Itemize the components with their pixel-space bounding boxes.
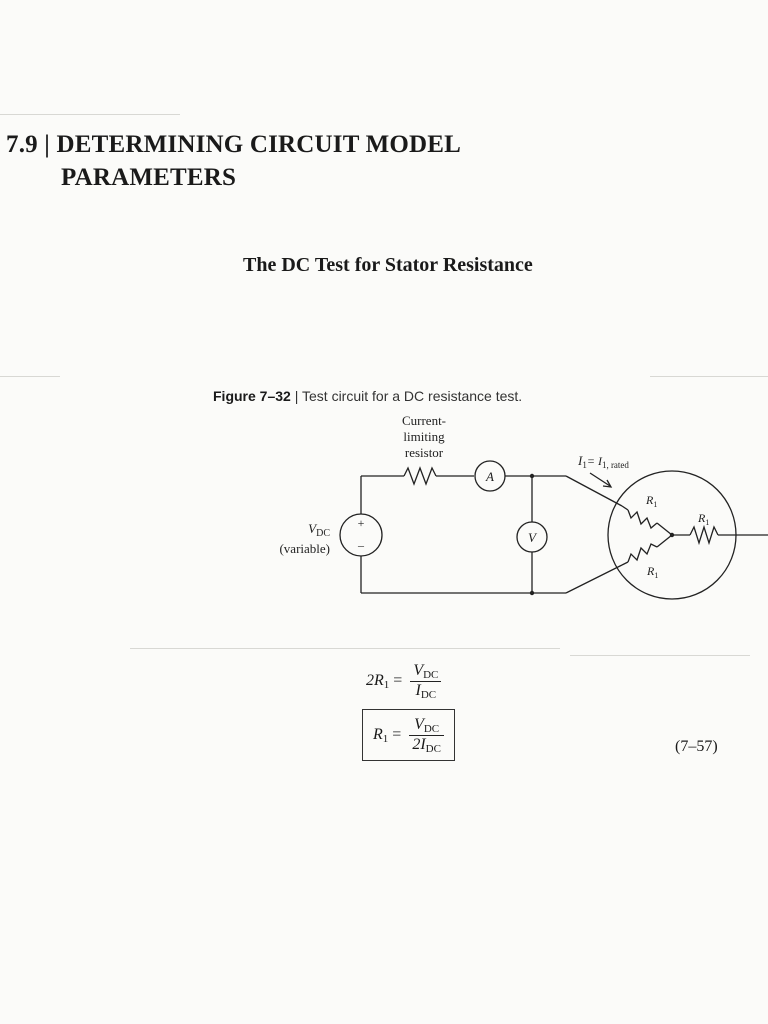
wire — [565, 475, 623, 507]
source-minus: – — [357, 538, 365, 552]
stator-winding-r1-right — [689, 524, 719, 546]
test-circuit-diagram: A V + – I1= I1, rated R1 R1 R1 — [339, 453, 768, 600]
r1-label-bottom: R1 — [646, 564, 658, 580]
caption-text: Test circuit for a DC resistance test. — [302, 388, 523, 404]
eq1-lhs-sub: 1 — [383, 679, 390, 692]
figure-label: Figure 7–32 — [213, 388, 291, 404]
current-limiting-resistor — [403, 466, 437, 486]
eq2-equals: = — [392, 726, 402, 744]
label-line: limiting — [403, 429, 445, 444]
voltmeter-label: V — [528, 530, 538, 545]
eq1-numerator: V — [413, 662, 424, 679]
subsection-title: The DC Test for Stator Resistance — [243, 254, 533, 276]
junction-dot — [669, 532, 675, 538]
equation-box: R1 = VDC 2IDC — [362, 709, 455, 761]
wire — [565, 564, 623, 594]
eq2-numerator: V — [414, 716, 424, 733]
equation-number: (7–57) — [675, 738, 718, 755]
eq1-equals: = — [393, 672, 403, 690]
section-heading-line1: 7.9 | DETERMINING CIRCUIT MODEL — [6, 131, 462, 158]
source-v-sub: DC — [316, 528, 330, 539]
scan-line — [650, 376, 768, 377]
eq1-fraction: VDC IDC — [410, 662, 442, 701]
section-heading-line2: PARAMETERS — [61, 164, 237, 191]
scan-line — [570, 655, 750, 656]
eq1-lhs: 2R — [366, 672, 384, 690]
eq2-numerator-sub: DC — [423, 723, 440, 735]
source-label: VDC (variable) — [262, 521, 330, 556]
wire — [656, 522, 673, 536]
stator-winding-r1-top — [627, 509, 658, 530]
equation-r1-boxed: R1 = VDC 2IDC — [362, 709, 455, 761]
r1-label-right: R1 — [697, 511, 709, 527]
wire — [621, 505, 629, 511]
wire — [656, 534, 673, 548]
current-arrow — [589, 472, 611, 487]
eq2-lhs: R — [373, 726, 383, 744]
ammeter-label: A — [485, 469, 494, 484]
current-arrow-head — [602, 479, 613, 488]
eq2-lhs-sub: 1 — [382, 733, 389, 746]
source-variable: (variable) — [279, 541, 330, 556]
scan-line — [0, 114, 180, 115]
eq2-denominator: 2I — [412, 736, 426, 753]
eq1-numerator-sub: DC — [423, 669, 439, 681]
wire — [621, 561, 629, 566]
scan-line — [130, 648, 560, 649]
source-plus: + — [358, 516, 365, 530]
equation-2r1: 2R1 = VDC IDC — [366, 662, 442, 701]
figure-caption: Figure 7–32 | Test circuit for a DC resi… — [213, 388, 522, 404]
current-limiting-resistor-label: Current- limiting resistor — [386, 413, 462, 461]
eq1-denominator: I — [415, 682, 421, 699]
caption-separator: | — [290, 388, 302, 404]
eq2-fraction: VDC 2IDC — [409, 716, 444, 755]
junction-dot — [529, 473, 535, 479]
label-line: Current- — [401, 413, 447, 428]
junction-dot — [529, 590, 535, 596]
r1-label-top: R1 — [645, 493, 657, 509]
scan-line — [0, 376, 60, 377]
source-v: V — [308, 521, 317, 536]
stator-winding-r1-bottom — [627, 543, 658, 563]
current-eq-i: I1= I1, rated — [577, 453, 629, 470]
eq1-denominator-sub: DC — [420, 689, 437, 701]
eq2-denominator-sub: DC — [425, 743, 441, 755]
section-heading: 7.9 | DETERMINING CIRCUIT MODEL PARAMETE… — [6, 128, 461, 194]
label-line: resistor — [404, 445, 444, 460]
